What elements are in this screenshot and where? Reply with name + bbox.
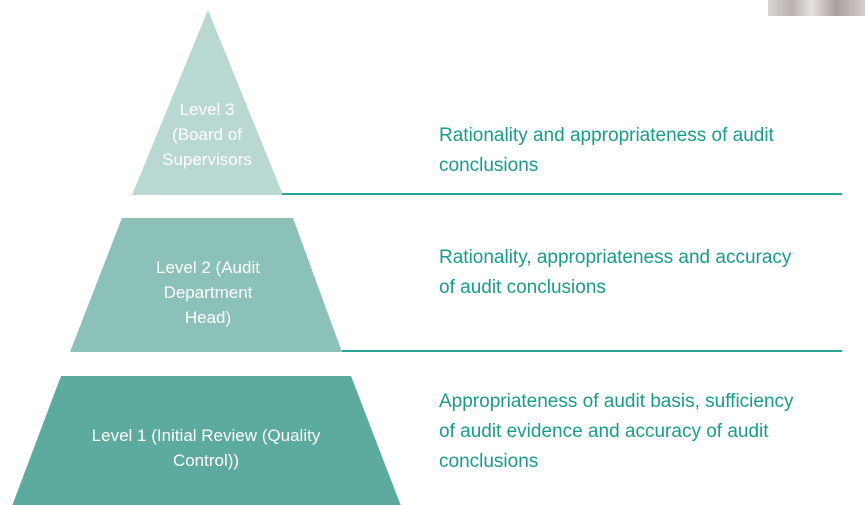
divider-line-top (282, 193, 842, 195)
corner-photo-fragment (768, 0, 865, 16)
level-3-tier (132, 10, 283, 195)
level-1-tier (12, 376, 401, 505)
level-3-label: Level 3 (Board of Supervisors (162, 100, 252, 169)
level-1-label: Level 1 (Initial Review (Quality Control… (91, 426, 321, 470)
level-3-description: Rationality and appropriateness of audit… (439, 125, 774, 176)
level-2-description: Rationality, appropriateness and accurac… (439, 247, 792, 298)
level-2-label: Level 2 (Audit Department Head) (156, 258, 260, 327)
level-1-description: Appropriateness of audit basis, sufficie… (439, 391, 794, 472)
level-2-tier (70, 218, 342, 352)
divider-line-middle (342, 350, 842, 352)
